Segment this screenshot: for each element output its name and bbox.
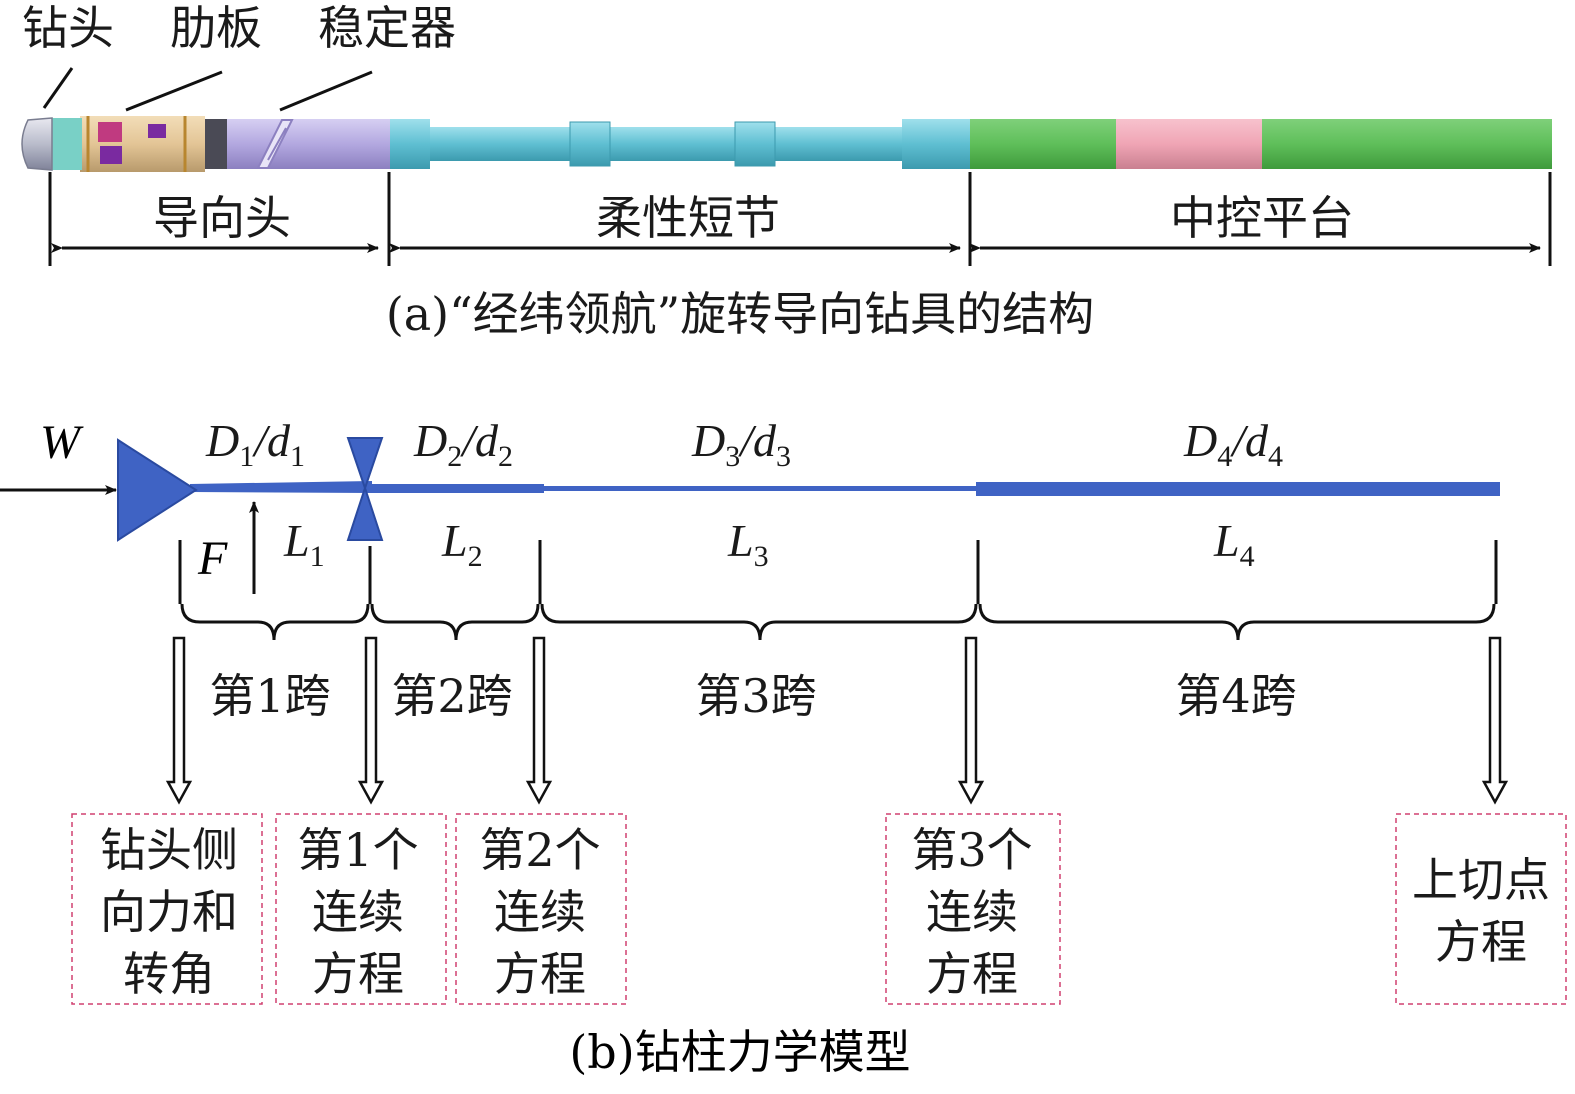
brace-span-3: [540, 603, 978, 641]
span-2-label: 第2跨: [391, 669, 512, 723]
box-2-line-2: 连续: [312, 885, 404, 939]
box-4-line-2: 连续: [926, 885, 1018, 939]
span-3-label: 第3跨: [695, 669, 816, 723]
control-platform-pink-section: [1116, 119, 1262, 169]
box-3-line-3: 方程: [494, 947, 586, 1001]
section-dimensions: [48, 172, 1552, 266]
segment-4-length-label: L4: [1213, 515, 1255, 573]
segment-3-dim-label: D3/d3: [691, 415, 791, 473]
flex-sub-end-right: [902, 119, 970, 169]
segment-1-dim-label: D1/d1: [205, 415, 305, 473]
hollow-arrow-4: [957, 636, 985, 805]
callout-bit-label: 钻头: [22, 1, 114, 55]
flex-sub-collar-2: [734, 121, 776, 167]
rib-plate-2: [100, 146, 122, 164]
section-guide-head-label: 导向头: [153, 191, 291, 245]
hollow-arrow-2: [357, 636, 385, 805]
stabilizer-support: [346, 437, 384, 541]
beam-segment-1: [190, 481, 372, 493]
rib-plate-3: [148, 124, 166, 138]
box-4-line-1: 第3个: [911, 823, 1032, 877]
tool-assembly-drawing: [21, 116, 1552, 172]
callout-leaders: [42, 67, 373, 112]
segment-2-dim-label: D2/d2: [413, 415, 513, 473]
segment-4-dim-label: D4/d4: [1183, 415, 1283, 473]
box-bit-side-force: [71, 813, 263, 1005]
span-4-label: 第4跨: [1175, 669, 1296, 723]
box-2-line-1: 第1个: [297, 823, 418, 877]
callout-stabilizer-label: 稳定器: [318, 1, 456, 55]
callout-rib-label: 肋板: [170, 1, 262, 55]
flex-sub-collar-1: [569, 121, 611, 167]
rib-plate-1: [98, 122, 122, 142]
hollow-arrow-3: [525, 636, 553, 805]
box-1-line-1: 钻头侧: [100, 823, 238, 877]
stabilizer-blade: [256, 119, 294, 169]
caption-b: (b)钻柱力学模型: [569, 1025, 910, 1079]
beam-segment-3: [544, 486, 976, 491]
box-4-line-3: 方程: [926, 947, 1018, 1001]
drill-bit: [21, 117, 53, 171]
flex-sub-body: [390, 127, 970, 161]
box-upper-tangent: [1395, 813, 1567, 1005]
bit-collar: [52, 118, 82, 170]
span-1-label: 第1跨: [209, 669, 330, 723]
caption-a: (a)“经纬领航”旋转导向钻具的结构: [386, 287, 1094, 341]
hollow-arrow-1: [165, 636, 193, 805]
beam-segment-2: [372, 484, 544, 493]
span-braces: [178, 540, 1498, 641]
box-3-line-1: 第2个: [479, 823, 600, 877]
beam-segment-4: [976, 482, 1500, 496]
box-5-line-1: 上切点: [1412, 853, 1550, 907]
bit-support-triangle: [117, 438, 198, 542]
beam: [190, 481, 1500, 496]
brace-span-1: [180, 603, 370, 641]
section-control-platform-label: 中控平台: [1170, 191, 1354, 245]
box-continuity-1: [275, 813, 447, 1005]
box-continuity-3: [885, 813, 1061, 1005]
box-1-line-3: 转角: [123, 947, 215, 1001]
box-5-line-2: 方程: [1435, 915, 1527, 969]
segment-2-length-label: L2: [441, 515, 483, 573]
segment-1-length-label: L1: [283, 515, 325, 573]
equation-boxes: [71, 813, 1567, 1005]
guide-head-body: [225, 119, 390, 169]
box-continuity-2: [455, 813, 627, 1005]
brace-span-2: [370, 603, 540, 641]
dark-ring: [205, 119, 227, 169]
load-W-label: W: [40, 416, 84, 469]
flex-sub-end-left: [390, 119, 430, 169]
hollow-arrow-5: [1481, 636, 1509, 805]
hollow-arrows: [165, 636, 1509, 805]
segment-3-length-label: L3: [727, 515, 769, 573]
force-F-label: F: [197, 532, 228, 585]
brace-span-4: [978, 603, 1496, 641]
box-3-line-2: 连续: [494, 885, 586, 939]
box-2-line-3: 方程: [312, 947, 404, 1001]
section-flex-sub-label: 柔性短节: [596, 191, 780, 245]
box-1-line-2: 向力和: [100, 885, 238, 939]
